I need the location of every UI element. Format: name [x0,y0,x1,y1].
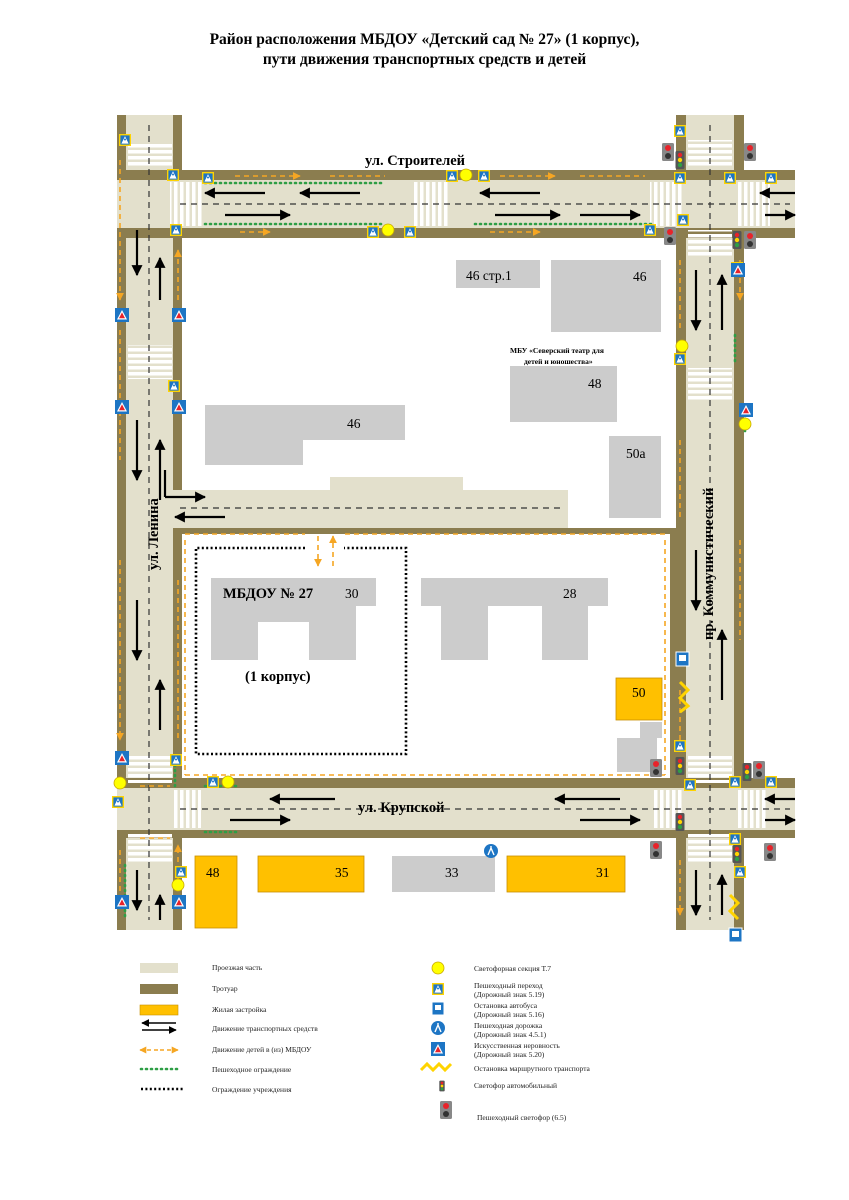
building-48-bottom [194,855,238,929]
building-label-46-left: 46 [347,416,361,431]
building-label-48-theatre: 48 [588,376,602,391]
building-46-top [551,260,661,332]
building-30 [211,578,376,660]
legend-crossing-label: Пешеходный переход (Дорожный знак 5.19) [474,981,544,999]
legend-housing-label: Жилая застройка [212,1005,267,1014]
street-label-stroiteley: ул. Строителей [365,153,465,169]
building-46-left [205,405,405,465]
legend-crossing-line2: (Дорожный знак 5.19) [474,990,545,999]
street-label-krupskoy: ул. Крупской [358,800,444,816]
building-50 [615,677,663,721]
legend-traffic-label: Движение транспортных средств [212,1024,318,1033]
legend-pedpath-icon [431,1021,445,1035]
theatre-label-line1: МБУ «Северский театр для [510,346,604,355]
legend-route-stop-label: Остановка маршрутного транспорта [474,1064,590,1073]
school-title: МБДОУ № 27 [223,586,313,602]
street-label-kommunistichesky: пр. Коммунистический [701,488,717,640]
building-31 [506,855,626,893]
legend-route-stop-icon [419,1061,453,1073]
legend-crossing-line1: Пешеходный переход [474,981,543,990]
legend-road-swatch [140,963,178,973]
legend-pedpath-line1: Пешеходная дорожка [474,1021,543,1030]
building-label-46-str1: 46 стр.1 [466,268,512,283]
map-title: Район расположения МБДОУ «Детский сад № … [0,30,849,70]
legend-bus-label: Остановка автобуса (Дорожный знак 5.16) [474,1001,544,1019]
legend-ped-light-icon [440,1101,452,1119]
legend-signal-icon [431,961,445,975]
legend-bump-line2: (Дорожный знак 5.20) [474,1050,545,1059]
pedestrian-path-sign [484,844,498,858]
legend-sidewalk-label: Тротуар [212,984,238,993]
legend-bus-icon [431,1001,445,1016]
legend-inst-fence-label: Ограждение учреждения [212,1085,292,1094]
legend-pedpath-line2: (Дорожный знак 4.5.1) [474,1030,547,1039]
building-label-46-top: 46 [633,269,647,284]
building-label-35: 35 [335,865,349,880]
route-stop-east [677,680,691,714]
legend-signal-label: Светофорная секция Т.7 [474,964,551,973]
legend-crossing-icon [432,983,444,995]
institution-fence [194,546,408,756]
legend-ped-light-label: Пешеходный светофор (6.5) [477,1113,567,1122]
legend-ped-fence-label: Пешеходное ограждение [212,1065,292,1074]
building-33 [392,856,495,892]
lane-markings [148,125,790,920]
school-corpus: (1 корпус) [245,669,311,685]
children-routes [116,160,744,916]
route-stop-southeast [727,893,741,921]
legend-sidewalk-swatch [140,984,178,994]
driveway [173,490,568,528]
bus-stop-sign [675,651,743,943]
building-46-str1 [456,260,540,288]
legend-symbols [139,961,453,1119]
building-label-48-bottom: 48 [206,865,220,880]
legend-car-light-label: Светофор автомобильный [474,1081,558,1090]
building-label-28: 28 [563,586,577,601]
traffic-arrows [131,187,797,920]
building-28 [421,578,608,660]
legend-bus-line2: (Дорожный знак 5.16) [474,1010,545,1019]
theatre-label-line2: детей и юношества» [524,357,593,366]
building-label-33: 33 [445,865,459,880]
building-label-50: 50 [632,685,646,700]
sidewalk-driveway [173,528,676,534]
legend-children-label: Движение детей в (из) МБДОУ [212,1045,312,1054]
building-theatre [510,366,617,422]
title-line-2: пути движения транспортных средств и дет… [262,51,587,68]
legend-pedpath-label: Пешеходная дорожка (Дорожный знак 4.5.1) [474,1021,546,1039]
building-label-30: 30 [345,586,359,601]
legend-bump-line1: Искусственная неровность [474,1041,560,1050]
legend-road-label: Проезжая часть [212,963,263,972]
street-label-lenina: ул. Ленина [146,498,162,570]
building-50a [609,436,661,518]
building-label-31: 31 [596,865,610,880]
legend-car-light-icon [439,1080,445,1092]
legend-bump-label: Искусственная неровность (Дорожный знак … [474,1041,560,1059]
legend-housing-swatch [139,1004,179,1016]
title-line-1: Район расположения МБДОУ «Детский сад № … [209,31,640,48]
building-35 [257,855,365,893]
legend-traffic-arrows [141,1019,177,1034]
buildings [194,260,663,929]
legend-bump-icon [431,1042,445,1056]
building-label-50a: 50а [626,446,646,461]
legend-bus-line1: Остановка автобуса [474,1001,538,1010]
